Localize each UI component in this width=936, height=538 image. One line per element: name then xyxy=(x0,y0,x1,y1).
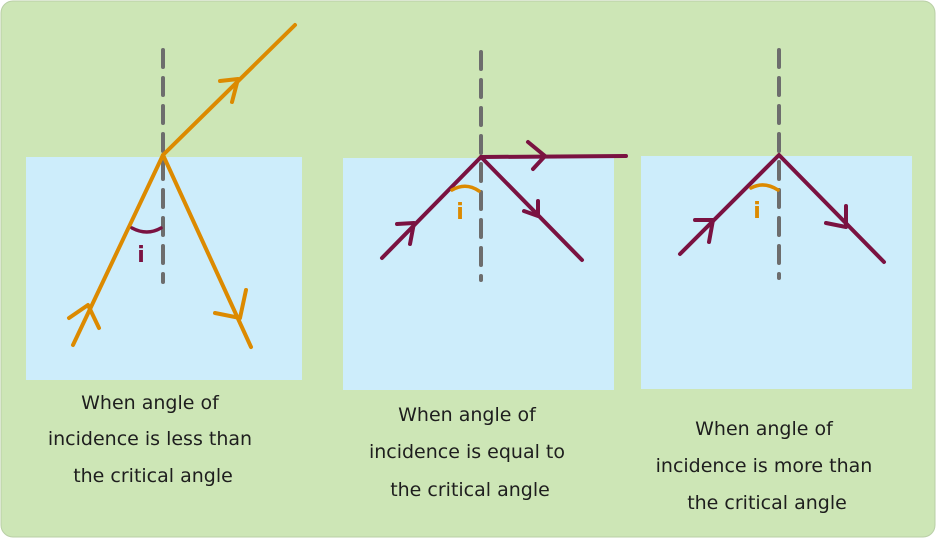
angle-label-3: i xyxy=(753,199,761,224)
caption-2-line-2: incidence is equal to xyxy=(369,441,565,463)
arrowhead-reflected-3 xyxy=(824,204,848,229)
caption-2-line-1: When angle of xyxy=(398,404,537,426)
caption-3-line-2: incidence is more than xyxy=(656,455,873,477)
caption-1-line-3: the critical angle xyxy=(73,465,233,487)
angle-label-1: i xyxy=(137,243,145,268)
refracted-ray-1 xyxy=(161,23,297,157)
arrowhead-incident-1 xyxy=(67,303,101,330)
arrowhead-incident-2 xyxy=(395,221,416,246)
grazing-ray-2 xyxy=(479,154,628,159)
panel-less-than-critical: i When angle of incidence is less than t… xyxy=(26,23,302,487)
angle-arc-3 xyxy=(749,183,780,192)
caption-1-line-1: When angle of xyxy=(81,392,220,414)
arrowhead-reflected-1 xyxy=(213,288,248,320)
glass-block-2 xyxy=(343,158,614,390)
angle-arc-2 xyxy=(450,184,481,193)
arrowhead-incident-3 xyxy=(693,218,715,244)
arrowhead-refracted-1 xyxy=(218,77,240,104)
caption-2: When angle of incidence is equal to the … xyxy=(369,404,571,501)
glass-block-3 xyxy=(641,156,912,389)
panel-more-than-critical: i When angle of incidence is more than t… xyxy=(641,48,912,514)
angle-arc-1 xyxy=(130,226,163,234)
caption-3-line-1: When angle of xyxy=(695,418,834,440)
caption-3-line-3: the critical angle xyxy=(687,492,847,514)
caption-3: When angle of incidence is more than the… xyxy=(656,418,879,514)
caption-1: When angle of incidence is less than the… xyxy=(48,392,258,487)
caption-2-line-3: the critical angle xyxy=(390,479,550,501)
angle-label-2: i xyxy=(456,200,464,225)
arrowhead-grazing-2 xyxy=(526,140,547,171)
arrowhead-reflected-2 xyxy=(522,199,540,218)
panel-equal-to-critical: i When angle of incidence is equal to th… xyxy=(343,50,628,501)
caption-1-line-2: incidence is less than xyxy=(48,428,252,450)
